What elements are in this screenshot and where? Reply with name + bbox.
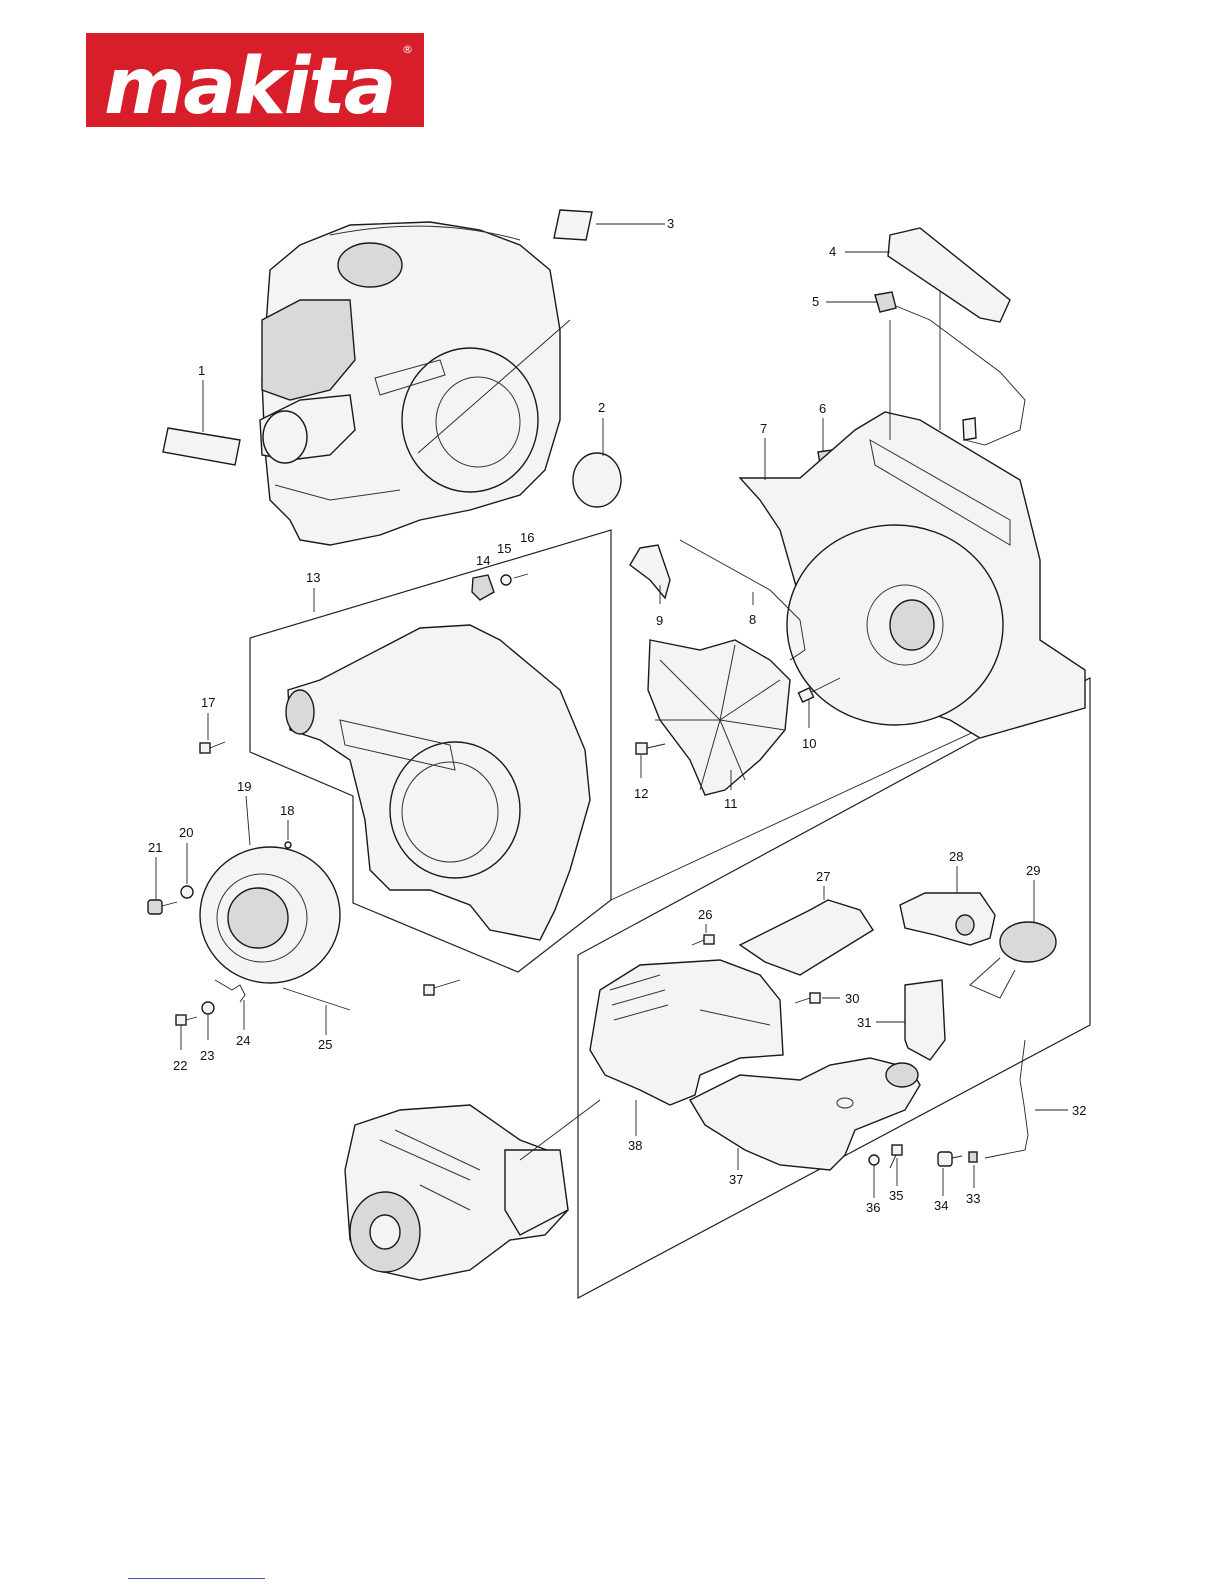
callout-6: 6 bbox=[819, 401, 826, 416]
part-27-cover-plate bbox=[740, 900, 873, 975]
callout-31: 31 bbox=[857, 1015, 871, 1030]
part-33-clip bbox=[969, 1152, 977, 1162]
callout-18: 18 bbox=[280, 803, 294, 818]
callout-15: 15 bbox=[497, 541, 511, 556]
callout-33: 33 bbox=[966, 1191, 980, 1206]
part-2-ring bbox=[573, 453, 621, 507]
callout-20: 20 bbox=[179, 825, 193, 840]
callout-28: 28 bbox=[949, 849, 963, 864]
part-20-washer bbox=[181, 886, 193, 898]
part-31-gasket bbox=[905, 980, 945, 1060]
callout-12: 12 bbox=[634, 786, 648, 801]
part-34-filter bbox=[938, 1152, 962, 1166]
part-15-nut bbox=[501, 575, 511, 585]
callout-17: 17 bbox=[201, 695, 215, 710]
footer-link-underline bbox=[128, 1578, 265, 1579]
callout-11: 11 bbox=[724, 796, 738, 811]
engine-assembly bbox=[345, 1105, 568, 1280]
callout-14: 14 bbox=[476, 553, 490, 568]
callout-2: 2 bbox=[598, 400, 605, 415]
callout-26: 26 bbox=[698, 907, 712, 922]
callout-16: 16 bbox=[520, 530, 534, 545]
callout-1: 1 bbox=[198, 363, 205, 378]
part-32-fuel-line bbox=[985, 1040, 1028, 1158]
part-7-housing bbox=[740, 412, 1085, 738]
callout-7: 7 bbox=[760, 421, 767, 436]
callout-25: 25 bbox=[318, 1037, 332, 1052]
part-9-lever bbox=[630, 545, 670, 598]
callout-37: 37 bbox=[729, 1172, 743, 1187]
callout-24: 24 bbox=[236, 1033, 250, 1048]
part-11-fan bbox=[648, 640, 790, 795]
callout-34: 34 bbox=[934, 1198, 948, 1213]
part-17-screw bbox=[200, 742, 225, 753]
part-35-screw bbox=[890, 1145, 902, 1168]
assembled-blower bbox=[260, 222, 560, 545]
part-30-screw bbox=[795, 993, 820, 1003]
callout-9: 9 bbox=[656, 613, 663, 628]
part-26-screw bbox=[692, 935, 714, 945]
part-14-mount bbox=[472, 575, 494, 600]
callout-32: 32 bbox=[1072, 1103, 1086, 1118]
part-16-screw bbox=[514, 574, 528, 578]
part-23-washer bbox=[202, 1002, 214, 1014]
part-36-washer bbox=[869, 1155, 879, 1165]
callout-22: 22 bbox=[173, 1058, 187, 1073]
callout-30: 30 bbox=[845, 991, 859, 1006]
callout-35: 35 bbox=[889, 1188, 903, 1203]
part-1-label bbox=[163, 428, 240, 465]
part-8-cable bbox=[680, 540, 805, 660]
callout-5: 5 bbox=[812, 294, 819, 309]
callout-19: 19 bbox=[237, 779, 251, 794]
part-4-grip bbox=[888, 228, 1010, 322]
callout-27: 27 bbox=[816, 869, 830, 884]
callout-29: 29 bbox=[1026, 863, 1040, 878]
part-12-screw bbox=[636, 743, 665, 754]
part-28-cap-housing bbox=[900, 893, 995, 945]
callout-10: 10 bbox=[802, 736, 816, 751]
part-25-rod bbox=[283, 988, 350, 1010]
callout-21: 21 bbox=[148, 840, 162, 855]
part-24-spring bbox=[215, 980, 245, 1002]
callout-23: 23 bbox=[200, 1048, 214, 1063]
callout-13: 13 bbox=[306, 570, 320, 585]
part-22-screw bbox=[176, 1015, 197, 1025]
callout-3: 3 bbox=[667, 216, 674, 231]
callout-36: 36 bbox=[866, 1200, 880, 1215]
callout-8: 8 bbox=[749, 612, 756, 627]
part-19-recoil-cover bbox=[200, 847, 340, 983]
callout-4: 4 bbox=[829, 244, 836, 259]
part-21-knob bbox=[148, 900, 177, 914]
part-3-label bbox=[554, 210, 592, 240]
part-37-fuel-tank bbox=[690, 1058, 920, 1170]
callout-38: 38 bbox=[628, 1138, 642, 1153]
part-18-pin bbox=[285, 842, 291, 848]
